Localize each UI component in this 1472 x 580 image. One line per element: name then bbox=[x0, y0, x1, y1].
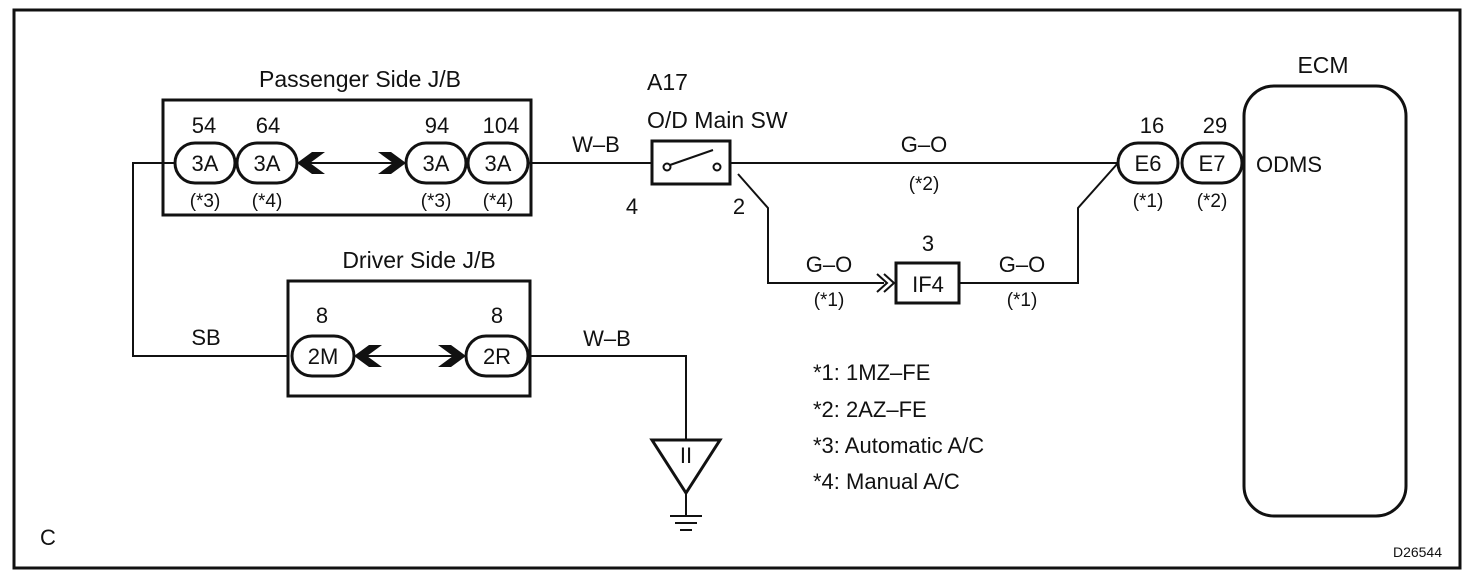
passenger-jb-pin-64: 64 bbox=[256, 113, 280, 138]
wire-label-wb-ground: W–B bbox=[583, 326, 631, 351]
switch-id: A17 bbox=[647, 69, 688, 95]
figure-code: D26544 bbox=[1393, 544, 1442, 560]
chevron-left-icon bbox=[354, 345, 382, 367]
switch-pin-2: 2 bbox=[733, 194, 745, 219]
passenger-jb-title: Passenger Side J/B bbox=[259, 66, 461, 92]
diagram-frame bbox=[12, 8, 1462, 570]
driver-jb-pin-2r: 8 bbox=[491, 303, 503, 328]
passenger-jb-pin-54: 54 bbox=[192, 113, 216, 138]
wire-note-go-right: (*1) bbox=[1007, 290, 1038, 311]
pin-note: (*3) bbox=[190, 191, 221, 212]
junction-id: IF4 bbox=[912, 272, 944, 297]
connector-label: E6 bbox=[1135, 151, 1162, 176]
ecm-title: ECM bbox=[1297, 52, 1348, 78]
passenger-jb-pin-104: 104 bbox=[483, 113, 520, 138]
wire-note-go-left: (*1) bbox=[814, 290, 845, 311]
wire-go-branch-right bbox=[959, 162, 1119, 284]
pin-note: (*1) bbox=[1133, 191, 1164, 212]
switch-name: O/D Main SW bbox=[647, 107, 788, 133]
passenger-jb-pin-94: 94 bbox=[425, 113, 449, 138]
switch-contact-left bbox=[662, 162, 672, 172]
chevron-right-icon bbox=[378, 152, 406, 174]
chevron-left-icon bbox=[297, 152, 325, 174]
connector-label: 3A bbox=[254, 151, 281, 176]
wire-wb-ground bbox=[528, 355, 687, 440]
wire-go-branch-left bbox=[737, 173, 884, 284]
connector-label: E7 bbox=[1199, 151, 1226, 176]
pin-note: (*3) bbox=[421, 191, 452, 212]
driver-jb-pin-2m: 8 bbox=[316, 303, 328, 328]
chevron-right-icon bbox=[876, 273, 889, 293]
wire-label-sb: SB bbox=[191, 325, 220, 350]
ground-triangle-icon bbox=[649, 438, 723, 496]
switch-pin-4: 4 bbox=[626, 194, 638, 219]
legend-item: *3: Automatic A/C bbox=[813, 433, 984, 458]
ecm-pin-16: 16 bbox=[1140, 113, 1164, 138]
chevron-right-icon bbox=[883, 273, 896, 293]
connector-e7 bbox=[1180, 141, 1244, 185]
ground-label: II bbox=[680, 443, 692, 468]
driver-jb-title: Driver Side J/B bbox=[342, 247, 495, 273]
wire-label-go-left: G–O bbox=[806, 252, 852, 277]
wire-label-go-top: G–O bbox=[901, 132, 947, 157]
legend-item: *2: 2AZ–FE bbox=[813, 397, 927, 422]
wire-sb bbox=[132, 162, 290, 357]
switch-lever bbox=[669, 149, 714, 166]
pin-note: (*2) bbox=[1197, 191, 1228, 212]
legend-item: *4: Manual A/C bbox=[813, 469, 960, 494]
connector-label: 2R bbox=[483, 344, 511, 369]
ecm-pin-29: 29 bbox=[1203, 113, 1227, 138]
connector-label: 3A bbox=[192, 151, 219, 176]
connector-label: 3A bbox=[485, 151, 512, 176]
wire-note-go-top: (*2) bbox=[909, 174, 940, 195]
connector-label: 2M bbox=[308, 344, 339, 369]
wire-label-go-right: G–O bbox=[999, 252, 1045, 277]
junction-pin: 3 bbox=[922, 231, 934, 256]
switch-contact-right bbox=[712, 162, 722, 172]
legend-item: *1: 1MZ–FE bbox=[813, 360, 930, 385]
junction-if4-box bbox=[894, 261, 961, 305]
pin-note: (*4) bbox=[252, 191, 283, 212]
connector-label: 3A bbox=[423, 151, 450, 176]
ecm-box bbox=[1242, 84, 1408, 518]
frame-label: C bbox=[40, 525, 56, 550]
ecm-terminal-odms: ODMS bbox=[1256, 152, 1322, 177]
pin-note: (*4) bbox=[483, 191, 514, 212]
wire-label-wb: W–B bbox=[572, 132, 620, 157]
switch-box bbox=[650, 139, 732, 186]
chevron-right-icon bbox=[438, 345, 466, 367]
connector-e6 bbox=[1116, 141, 1180, 185]
